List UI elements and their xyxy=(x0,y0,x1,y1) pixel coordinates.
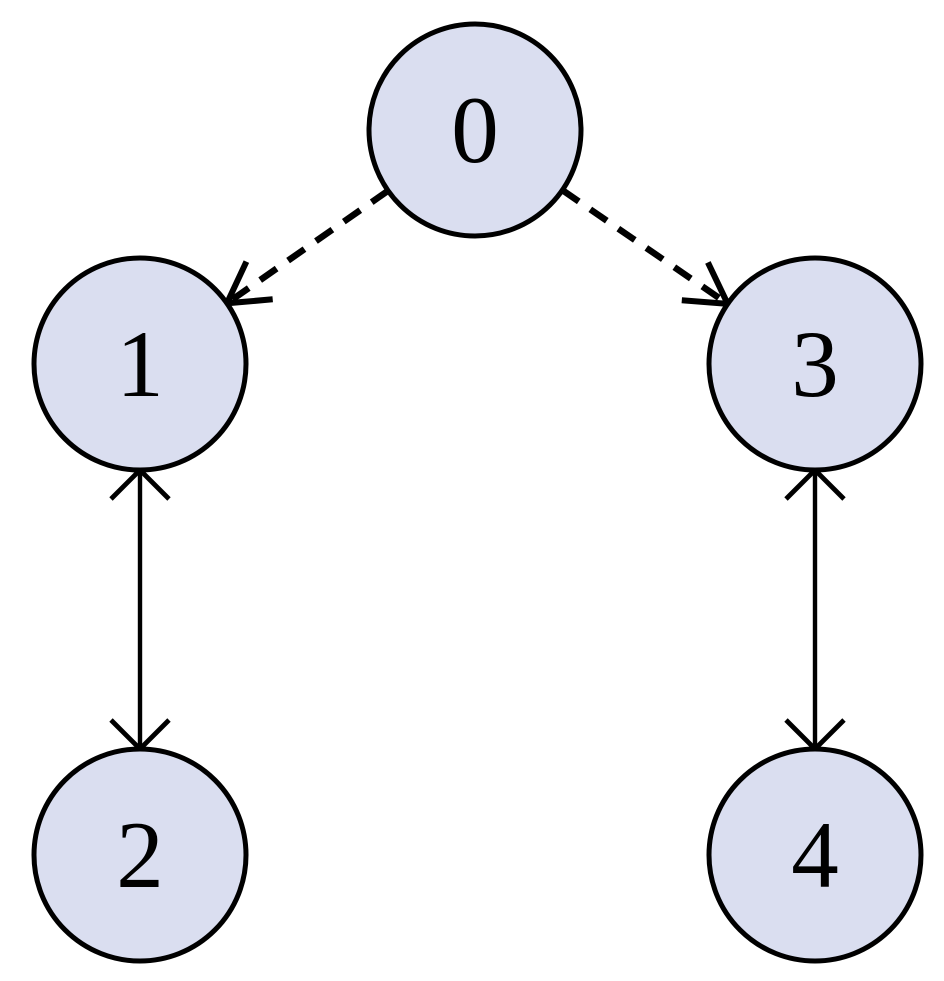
node-0-circle xyxy=(366,21,584,239)
node-2-circle xyxy=(31,746,249,964)
node-4-circle xyxy=(706,746,924,964)
node-2-label: 2 xyxy=(116,802,164,908)
node-1-label: 1 xyxy=(116,311,164,417)
node-3-circle xyxy=(706,255,924,473)
edge-0-3-dashed-line xyxy=(560,187,730,307)
node-3-label: 3 xyxy=(791,311,839,417)
arrowhead-into-node-3 xyxy=(681,261,733,308)
node-1-circle xyxy=(31,255,249,473)
node-0-label: 0 xyxy=(451,77,499,183)
edge-0-1-dashed-line xyxy=(225,188,390,306)
node-4-label: 4 xyxy=(791,802,839,908)
